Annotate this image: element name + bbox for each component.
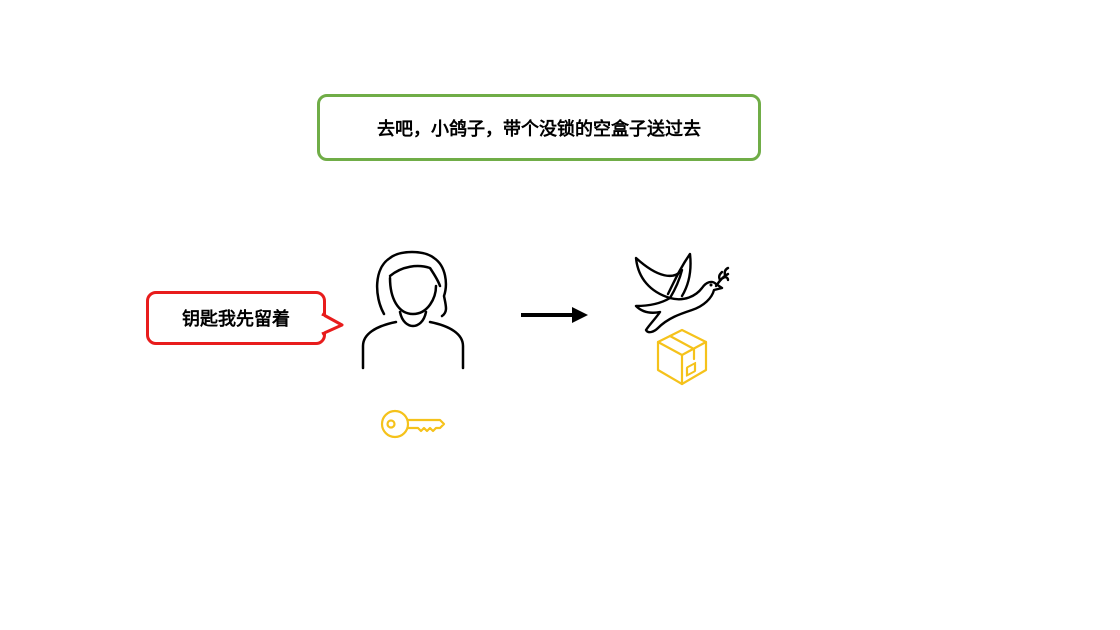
person-icon (361, 250, 465, 370)
key-icon (380, 409, 446, 439)
dove-eye (709, 283, 713, 287)
package-box-icon (656, 328, 708, 386)
dove-icon (634, 252, 730, 334)
speech-bubble-tail (320, 312, 344, 336)
speech-bubble-text: 钥匙我先留着 (182, 309, 290, 330)
top-message-box: 去吧，小鸽子，带个没锁的空盒子送过去 (317, 94, 761, 161)
top-message-text: 去吧，小鸽子，带个没锁的空盒子送过去 (377, 118, 701, 140)
arrow-right-icon (521, 307, 588, 323)
speech-bubble: 钥匙我先留着 (146, 291, 326, 345)
